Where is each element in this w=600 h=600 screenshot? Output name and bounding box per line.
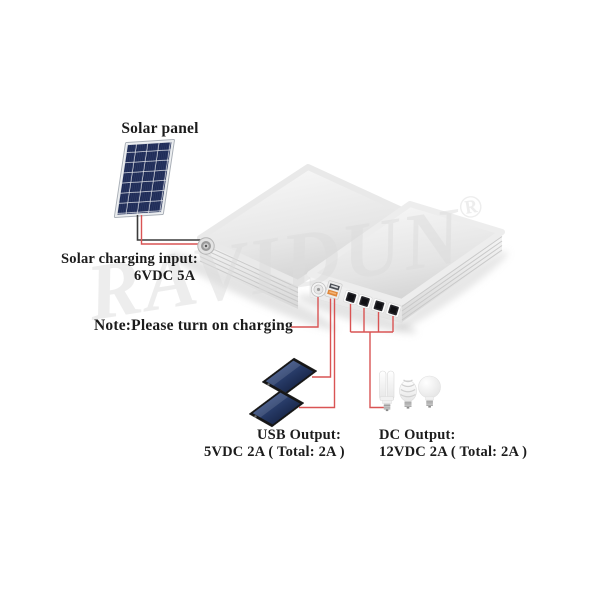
box-top-face	[307, 201, 505, 305]
solar-input-label-line1: Solar charging input:	[61, 251, 198, 267]
dc-port-3	[371, 298, 387, 314]
usb-ports	[324, 280, 343, 300]
led-bulb-icon	[418, 375, 441, 408]
cfl-2u-bulb-icon	[379, 370, 395, 412]
usb-port-top	[329, 283, 340, 291]
note-label: Note:Please turn on charging	[94, 317, 293, 334]
smartphone-icon-1	[261, 357, 318, 396]
solar-panel-label: Solar panel	[121, 120, 199, 137]
phone-screen-glare	[265, 360, 301, 386]
phone-screen	[265, 360, 314, 393]
solar-input-label-line2: 6VDC 5A	[134, 268, 196, 284]
usb-connector-line-1	[312, 298, 332, 378]
phone-screen	[252, 392, 301, 425]
phone-screen-glare	[252, 392, 288, 418]
usb-port-bottom	[327, 289, 338, 297]
usb-output-value: 5VDC 2A ( Total: 2A )	[204, 444, 345, 460]
ridge-lines	[199, 242, 299, 307]
note-connector-line	[291, 297, 319, 328]
dc-port-1	[343, 289, 359, 306]
dc-port-4	[385, 302, 402, 318]
box-front-band	[200, 238, 298, 309]
connector-lines	[291, 297, 394, 409]
power-button	[310, 281, 327, 298]
phone-home-button	[254, 415, 257, 418]
solar-panel-cells	[116, 141, 173, 216]
dc-port-2	[356, 293, 373, 310]
ground-shadows	[168, 251, 508, 334]
panel-wire-black	[136, 215, 201, 241]
dc-output-title: DC Output:	[379, 427, 456, 443]
dc-connector-drop	[369, 332, 385, 409]
solar-input-port	[197, 237, 215, 255]
ridge-lines	[401, 236, 503, 321]
dc-output-value: 12VDC 2A ( Total: 2A )	[379, 444, 528, 460]
power-bank-left	[197, 164, 409, 309]
smartphone-icon-2	[248, 389, 305, 428]
solar-panel	[113, 139, 201, 245]
phone-home-button	[267, 383, 270, 386]
panel-wire-red	[140, 215, 201, 245]
cfl-spiral-bulb-icon	[399, 379, 417, 409]
usb-connector-line-2	[299, 298, 336, 409]
usb-output-title: USB Output:	[257, 427, 341, 443]
